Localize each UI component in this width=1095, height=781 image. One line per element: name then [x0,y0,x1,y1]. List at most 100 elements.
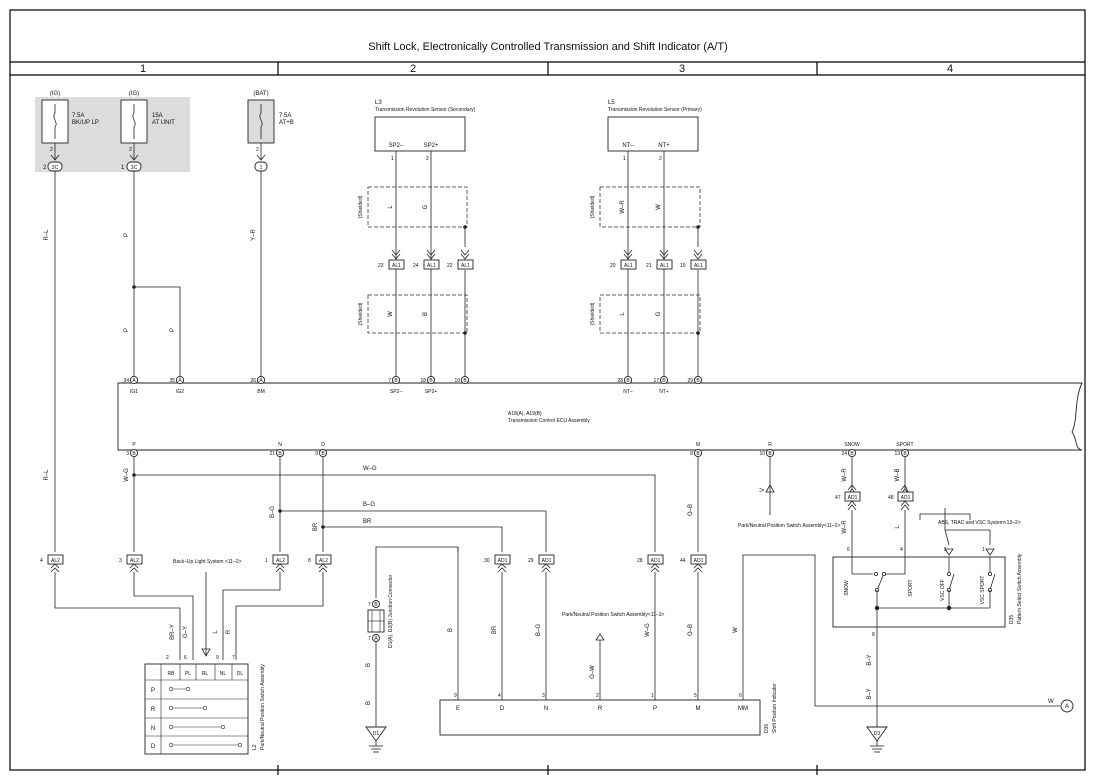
pin-number: 1 [982,547,985,553]
wire-color-label: G–Y [183,626,189,638]
wire-color-label: L [620,312,626,316]
pin-number: 1 [651,693,654,699]
connector-letter: A [1065,704,1069,710]
pin-number: 26 [250,378,256,384]
component-id: D36 [764,724,770,733]
diagram-title: Shift Lock, Electronically Controlled Tr… [368,41,727,53]
pin-label: R [768,442,772,448]
connector-id: AL2 [276,558,285,564]
fuse-pin-number: 2 [50,147,53,153]
component-name: Shift Position Indicator [772,683,778,733]
component-name: Transmission Revolution Sensor (Secondar… [375,107,476,113]
pin-number: 17 [653,378,659,384]
pin-conn-letter: B [662,378,666,384]
pin-number: 28 [617,378,623,384]
connector-id: AD1 [694,558,704,564]
pin-label: D [321,442,325,448]
fuse-at-b: (BAT) 7.5A AT+B [247,91,294,144]
wire-color-label: B [366,701,372,705]
connector-id: AL2 [319,558,328,564]
wire-color-label: B–G [536,624,542,636]
wire-color-label: V [760,488,766,492]
pin-number: 20 [610,263,616,269]
pn-switch-ref-2: Park/Neutral Position Switch Assembly<11… [562,612,665,618]
fuse-rating: 7.5A [279,113,291,119]
connector-id: AL1 [624,263,633,269]
pin-conn-letter: B [626,378,630,384]
shielded-label: (Shielded) [590,195,596,218]
pin-number: 7 [368,636,371,642]
l2-column-label: NL [220,671,227,677]
wire-color-label: W–R [842,468,848,482]
wire-color-label: R [226,629,232,634]
wire-color-label: B–Y [867,688,873,699]
l2-column-label: RL [202,671,209,677]
pin-label: P [132,442,136,448]
wire-color-label: W–B [895,468,901,481]
l2-column-label: PL [185,671,191,677]
wire-color-label: G [423,204,429,209]
pin-label: D [500,706,505,712]
connector-id: 1 [260,165,263,171]
pin-label: E [456,706,460,712]
sensor-pin-label: SP2+ [424,143,439,149]
fuse-supply-label: (BAT) [253,91,268,97]
fuse-rating: 15A [152,113,163,119]
l2-row-label: P [151,688,155,694]
wire-color-label: W [388,311,394,317]
d36-body [439,699,761,736]
ecu-top-pins: A A A B B B B B B 34 35 26 7 18 19 28 17… [123,375,703,395]
component-id: L5 [608,100,615,106]
l2-column-label: DL [237,671,244,677]
pin-label: SNOW [844,442,860,448]
pin-number: 34 [123,378,129,384]
wire-color-label: W [733,627,739,633]
pin-label: M [696,706,701,712]
pin-label: SP2+ [425,389,437,395]
fuse-rating: 7.5A [72,113,84,119]
pin-number: 9 [454,693,457,699]
l2-row-label: R [151,707,156,713]
sensor-body [374,116,466,152]
pin-number: 4 [900,547,903,553]
wire-color-label: L [213,630,219,634]
wire-color-label: B [366,663,372,667]
sensor-pin-label: SP2– [389,143,404,149]
l2-switch-assembly: 2 6 9 7 RB PL RL NL DL P R N D L [144,655,266,755]
pin-number: 8 [872,632,875,638]
component-name: Park/Neutral Position Switch Assembly [260,664,266,750]
pin-conn-letter: B [132,451,136,457]
fuse-at-unit: (IG) 15A AT UNIT [120,91,175,144]
wire-color-label: BR [313,522,319,531]
pin-number: 23 [378,263,384,269]
pin-conn-letter: B [321,451,325,457]
column-label-1: 1 [140,63,146,75]
ecu-transmission-control: A18(A), A19(B) Transmission Control ECU … [117,382,1083,451]
wire-color-label: O–B [688,504,694,516]
wire-color-label: W [1048,699,1054,705]
fuse-name: BK/UP LP [72,120,99,126]
connector-circle [1060,699,1074,713]
connector-id: AL1 [392,263,401,269]
pin-conn-letter: B [429,378,433,384]
d35-switch-label: VSC SPORT [980,576,986,605]
pin-number: 22 [447,263,453,269]
pin-number: 6 [739,693,742,699]
pin-number: 9 [216,655,219,661]
junction-label: D1(A), D2(B) Junction Connector [388,574,394,648]
wire-color-label: Y–R [251,228,257,240]
wire-color-label: G [656,311,662,316]
pin-number: 30 [484,558,490,564]
l2-column-label: RB [168,671,176,677]
pin-conn-letter: B [768,451,772,457]
pin-number: 2 [596,693,599,699]
pin-label: IG1 [130,389,138,395]
pin-conn-letter: A [132,378,136,384]
pin-number: 29 [528,558,534,564]
connector-id: AD1 [901,495,911,501]
wire-color-label: W–R [842,520,848,534]
pin-number: 8 [690,451,693,457]
wire-color-label: L [388,205,394,209]
connector-id: AD1 [542,558,552,564]
wire-color-label: W–G [363,466,377,472]
